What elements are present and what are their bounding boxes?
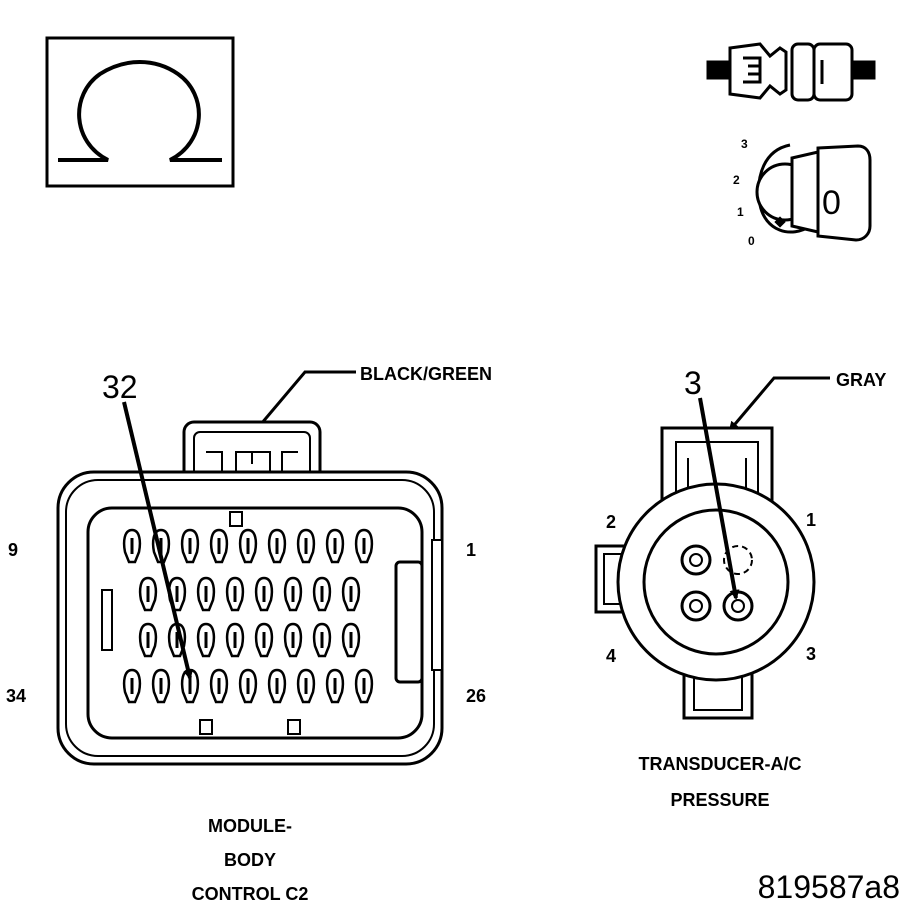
ignition-key-icon: 3 2 1 0 0 <box>733 137 872 248</box>
bcm-terminal <box>312 622 332 658</box>
svg-text:1: 1 <box>737 205 744 219</box>
bcm-title-line-2: BODY <box>224 850 276 870</box>
bcm-terminal <box>209 528 229 564</box>
svg-text:0: 0 <box>822 184 841 222</box>
bcm-terminal <box>267 668 287 704</box>
bcm-title-line-3: CONTROL C2 <box>192 884 309 904</box>
bcm-terminal <box>341 622 361 658</box>
transducer-title-line-1: TRANSDUCER-A/C <box>639 754 802 774</box>
transducer-pin-top-left: 2 <box>606 512 616 532</box>
bcm-terminal <box>151 668 171 704</box>
bcm-terminal <box>254 622 274 658</box>
svg-text:0: 0 <box>748 234 755 248</box>
bcm-terminal <box>180 528 200 564</box>
bcm-terminal <box>341 576 361 612</box>
connector-disconnected-icon <box>706 42 876 102</box>
transducer-pin-bottom-right: 3 <box>806 644 816 664</box>
bcm-terminal <box>209 668 229 704</box>
bcm-callout-pin: 32 <box>102 369 138 405</box>
bcm-title-line-1: MODULE- <box>208 816 292 836</box>
bcm-terminal <box>238 528 258 564</box>
bcm-terminal <box>225 622 245 658</box>
bcm-terminal <box>312 576 332 612</box>
bcm-corner-top-left: 9 <box>8 540 18 560</box>
figure-id: 819587a8 <box>758 869 900 905</box>
bcm-terminal <box>138 576 158 612</box>
ohmmeter-icon <box>45 36 235 188</box>
bcm-terminal <box>296 528 316 564</box>
bcm-pin-grid <box>122 528 374 704</box>
transducer-ac-pressure-connector: GRAY 3 2 1 4 3 TRANSDUCER-A/C PRESSURE <box>594 365 886 810</box>
transducer-callout-pin: 3 <box>684 365 702 401</box>
bcm-terminal <box>283 622 303 658</box>
svg-text:3: 3 <box>741 137 748 151</box>
bcm-terminal <box>254 576 274 612</box>
bcm-terminal <box>283 576 303 612</box>
transducer-color-label: GRAY <box>836 370 886 390</box>
bcm-terminal <box>296 668 316 704</box>
bcm-corner-top-right: 1 <box>466 540 476 560</box>
bcm-terminal <box>354 528 374 564</box>
transducer-title-line-2: PRESSURE <box>670 790 769 810</box>
bcm-terminal <box>196 576 216 612</box>
bcm-terminal <box>325 528 345 564</box>
bcm-terminal <box>122 668 142 704</box>
bcm-color-label: BLACK/GREEN <box>360 364 492 384</box>
bcm-terminal <box>122 528 142 564</box>
bcm-terminal <box>225 576 245 612</box>
bcm-terminal <box>238 668 258 704</box>
transducer-pin-bottom-left: 4 <box>606 646 616 666</box>
bcm-terminal <box>196 622 216 658</box>
bcm-terminal <box>325 668 345 704</box>
body-control-c2-connector: BLACK/GREEN 32 9 1 34 26 MODULE- BODY CO… <box>6 364 492 904</box>
bcm-corner-bottom-right: 26 <box>466 686 486 706</box>
bcm-terminal <box>138 622 158 658</box>
transducer-pin-top-right: 1 <box>806 510 816 530</box>
svg-text:2: 2 <box>733 173 740 187</box>
bcm-terminal <box>267 528 287 564</box>
bcm-corner-bottom-left: 34 <box>6 686 26 706</box>
bcm-terminal <box>354 668 374 704</box>
